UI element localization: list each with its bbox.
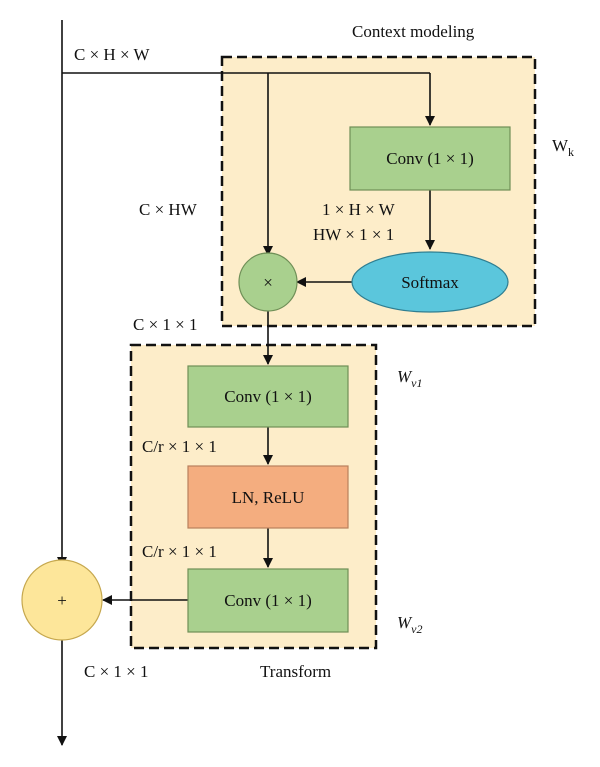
reshape-chw-label: C × HW — [139, 200, 198, 219]
add-label: + — [57, 591, 67, 610]
conv-k-label: Conv (1 × 1) — [386, 149, 474, 168]
multiply-node — [238, 252, 298, 312]
add-node — [21, 559, 103, 641]
conv-v2-box — [187, 568, 349, 633]
softmax-node — [351, 251, 509, 313]
final-out-label: C × 1 × 1 — [84, 662, 149, 681]
conv-v1-box — [187, 365, 349, 428]
weight-k-label: Wk — [552, 136, 574, 159]
weight-v1-sub: v1 — [411, 376, 422, 390]
weight-v1-label: Wv1 — [397, 367, 423, 390]
weight-v1-main: W — [397, 367, 413, 386]
ln-out-label: C/r × 1 × 1 — [142, 542, 217, 561]
input-shape-label: C × H × W — [74, 45, 150, 64]
weight-k-sub: k — [568, 145, 574, 159]
conv-k-box — [349, 126, 511, 191]
weight-k-main: W — [552, 136, 569, 155]
transform-title: Transform — [260, 662, 331, 681]
conv-v1-label: Conv (1 × 1) — [224, 387, 312, 406]
conv-k-out-label-2: HW × 1 × 1 — [313, 225, 394, 244]
pool-out-label: C × 1 × 1 — [133, 315, 198, 334]
softmax-label: Softmax — [401, 273, 459, 292]
ln-relu-label: LN, ReLU — [232, 488, 305, 507]
weight-v2-main: W — [397, 613, 413, 632]
context-modeling-title: Context modeling — [352, 22, 475, 41]
weight-v2-sub: v2 — [411, 622, 422, 636]
weight-v2-label: Wv2 — [397, 613, 423, 636]
v1-out-label: C/r × 1 × 1 — [142, 437, 217, 456]
ln-relu-box — [187, 465, 349, 529]
conv-k-out-label-1: 1 × H × W — [322, 200, 396, 219]
conv-v2-label: Conv (1 × 1) — [224, 591, 312, 610]
multiply-label: × — [263, 273, 273, 292]
